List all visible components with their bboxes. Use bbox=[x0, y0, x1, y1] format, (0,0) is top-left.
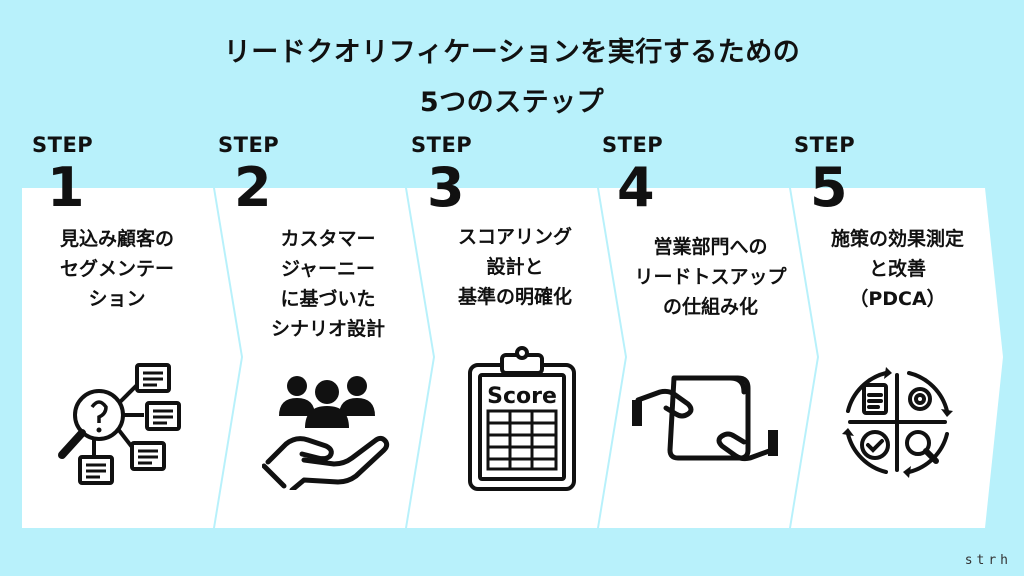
step-text-1: 見込み顧客の セグメンテー ション bbox=[59, 228, 174, 310]
page-title-line1: リードクオリフィケーションを実行するための bbox=[223, 37, 801, 68]
step-number-2: 2 bbox=[234, 156, 272, 219]
brand-logo: strh bbox=[964, 553, 1012, 568]
step-text-2: カスタマー ジャーニー に基づいた シナリオ設計 bbox=[270, 228, 385, 340]
step-card-5 bbox=[791, 188, 1003, 528]
people-hand-icon bbox=[262, 376, 390, 490]
step-number-3: 3 bbox=[427, 156, 465, 219]
score-clipboard-icon: Score bbox=[468, 346, 576, 491]
step-text-5: 施策の効果測定 と改善 （PDCA） bbox=[830, 228, 964, 310]
step-card-2 bbox=[215, 188, 433, 528]
score-label: Score bbox=[487, 384, 557, 409]
step-number-5: 5 bbox=[810, 156, 848, 219]
step-label-3: STEP bbox=[411, 133, 473, 157]
step-text-4: 営業部門への リードトスアップ の仕組み化 bbox=[634, 236, 787, 318]
handover-icon bbox=[632, 375, 778, 462]
step-number-4: 4 bbox=[617, 156, 655, 219]
step-label-2: STEP bbox=[218, 133, 280, 157]
step-text-3: スコアリング 設計と 基準の明確化 bbox=[457, 226, 572, 308]
step-label-5: STEP bbox=[794, 133, 856, 157]
step-label-4: STEP bbox=[602, 133, 664, 157]
step-number-1: 1 bbox=[47, 156, 85, 219]
page-title-line2: 5つのステップ bbox=[419, 87, 605, 118]
search-segments-icon bbox=[58, 363, 181, 485]
step-card-4 bbox=[599, 188, 817, 528]
pdca-cycle-icon bbox=[842, 367, 953, 478]
step-label-1: STEP bbox=[32, 133, 94, 157]
